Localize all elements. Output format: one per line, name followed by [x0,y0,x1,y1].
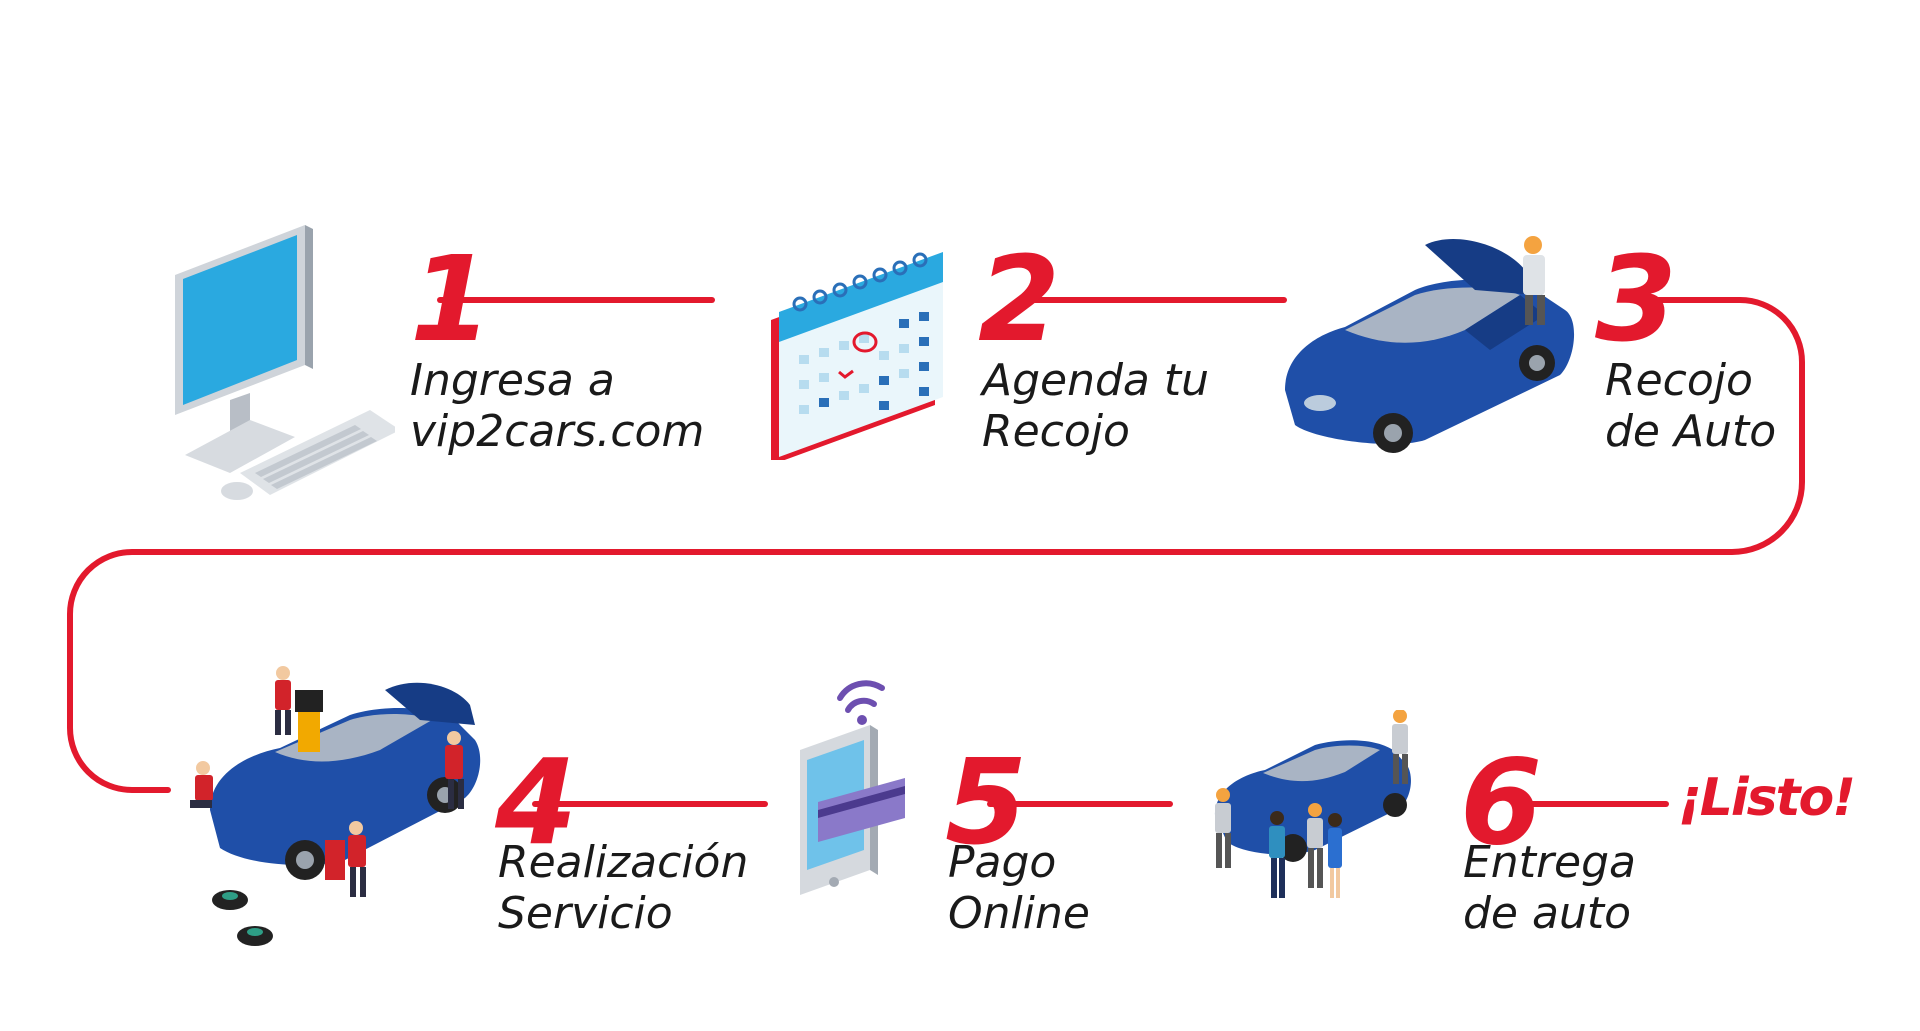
calendar-icon [771,252,943,460]
car-delivery-icon [1215,710,1411,898]
final-label: ¡Listo! [1678,768,1856,828]
step-3-label-line1: Recojo [1605,355,1753,406]
step-2-label-line1: Agenda tu [982,355,1210,406]
step-2-number: 2 [978,230,1060,368]
step-6-label-line2: de auto [1463,888,1632,939]
car-service-icon [190,666,481,946]
step-1-label-line2: vip2cars.com [410,406,705,457]
step-6-number: 6 [1460,733,1542,871]
phone-payment-icon [800,680,905,895]
step-4-number: 4 [495,733,577,871]
step-4-label-line1: Realización [498,837,749,888]
step-1-label-line1: Ingresa a [410,355,615,406]
step-2-label-line2: Recojo [982,406,1130,457]
desktop-computer-icon [175,225,395,500]
step-1-number: 1 [410,230,492,368]
step-3-number: 3 [1595,230,1677,368]
step-5-label-line2: Online [948,888,1090,939]
step-3-label-line2: de Auto [1605,406,1777,457]
step-6-label-line1: Entrega [1463,837,1636,888]
step-4-label-line2: Servicio [498,888,673,939]
car-pickup-icon [1285,236,1575,453]
step-5-number: 5 [945,733,1027,871]
step-5-label-line1: Pago [948,837,1057,888]
